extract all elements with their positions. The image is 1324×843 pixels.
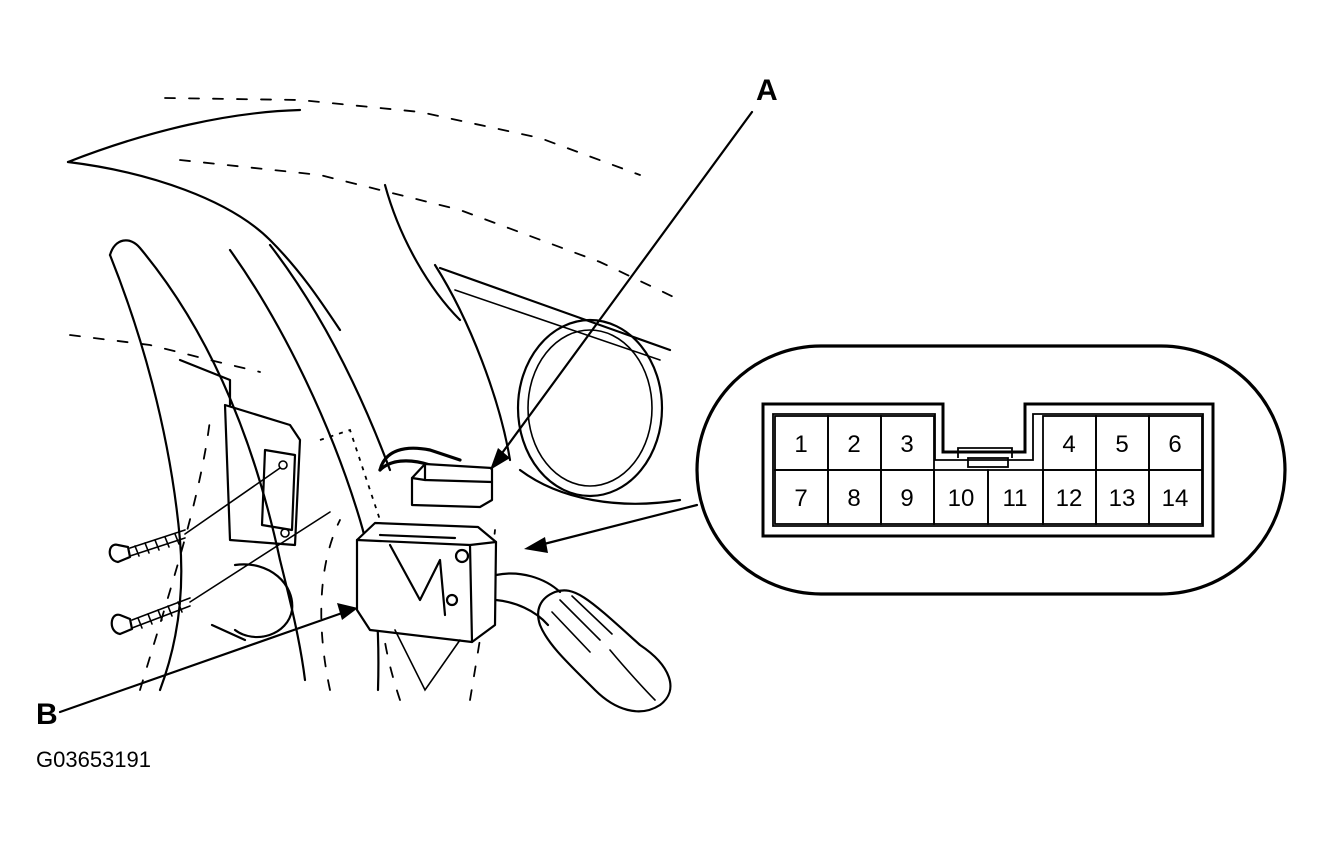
pin-label: 10 xyxy=(948,485,975,512)
pin-label: 2 xyxy=(847,431,860,458)
arrow-a-head xyxy=(490,448,510,470)
pin-label: 12 xyxy=(1056,485,1083,512)
connector-shell xyxy=(761,402,1215,538)
pin-label: 8 xyxy=(847,485,860,512)
arrow-connector-leader xyxy=(538,503,699,547)
pin-label: 7 xyxy=(794,485,807,512)
callout-arrows xyxy=(58,110,754,714)
pin-label: 5 xyxy=(1115,431,1128,458)
pin-label: 1 xyxy=(794,431,807,458)
callout-label-b: B xyxy=(36,698,58,731)
pin-label: 11 xyxy=(1003,485,1028,512)
pin-label: 13 xyxy=(1109,485,1136,512)
arrow-b-leader xyxy=(58,610,347,714)
arrow-connector-head xyxy=(524,537,548,553)
dashboard-illustration xyxy=(66,97,682,713)
callout-label-a: A xyxy=(756,74,778,107)
pin-label: 9 xyxy=(900,485,913,512)
pin-label: 14 xyxy=(1162,485,1189,512)
pin-label: 4 xyxy=(1062,431,1075,458)
pin-label: 3 xyxy=(900,431,913,458)
figure-code: G03653191 xyxy=(36,747,151,772)
arrow-b-head xyxy=(337,603,358,620)
pin-label: 6 xyxy=(1168,431,1181,458)
connector-face-view: 1 2 3 4 5 6 7 8 9 10 11 12 13 14 xyxy=(695,344,1287,596)
arrow-a-leader xyxy=(495,110,754,462)
